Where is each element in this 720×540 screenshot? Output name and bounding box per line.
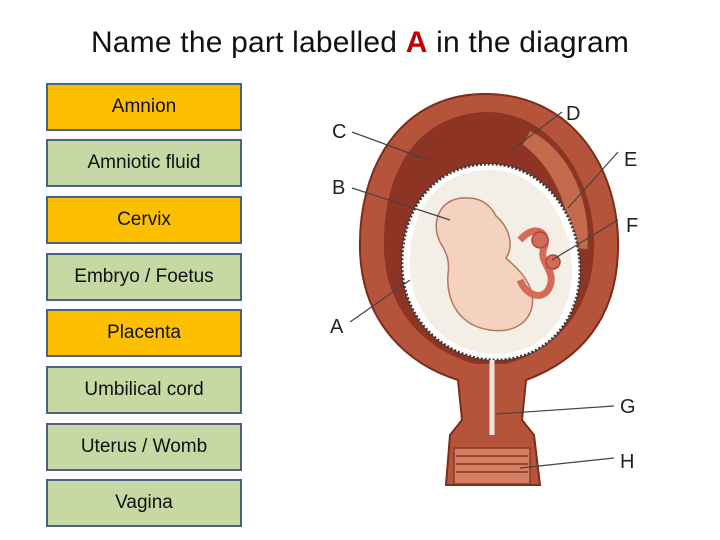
cord-loop <box>545 254 561 270</box>
option-uterus-womb[interactable]: Uterus / Womb <box>46 423 242 471</box>
leader-g <box>495 405 615 415</box>
page-title: Name the part labelled A in the diagram <box>0 26 720 60</box>
leader-e <box>567 151 619 209</box>
vagina <box>453 447 531 485</box>
leader-d <box>511 111 563 151</box>
title-prefix: Name the part labelled <box>90 26 406 59</box>
leader-c <box>351 131 429 161</box>
label-f: F <box>626 215 638 237</box>
foetus <box>435 197 534 332</box>
option-vagina[interactable]: Vagina <box>46 479 242 527</box>
title-highlight: A <box>405 26 428 59</box>
title-suffix: in the diagram <box>427 26 630 59</box>
option-amniotic-fluid[interactable]: Amniotic fluid <box>46 139 242 187</box>
label-c: C <box>332 121 346 143</box>
option-placenta[interactable]: Placenta <box>46 309 242 357</box>
label-a: A <box>330 316 344 338</box>
leader-f <box>551 219 619 261</box>
label-d: D <box>566 103 580 125</box>
leader-h <box>519 457 615 469</box>
leader-a <box>349 279 411 323</box>
label-e: E <box>624 149 637 171</box>
uterus-diagram: C B A D E F G H <box>330 92 638 486</box>
option-umbilical-cord[interactable]: Umbilical cord <box>46 366 242 414</box>
option-amnion[interactable]: Amnion <box>46 83 242 131</box>
cord-loop <box>531 231 549 249</box>
label-h: H <box>620 451 634 473</box>
label-g: G <box>620 396 636 418</box>
option-cervix[interactable]: Cervix <box>46 196 242 244</box>
label-b: B <box>332 177 345 199</box>
leader-b <box>351 187 451 221</box>
option-embryo-foetus[interactable]: Embryo / Foetus <box>46 253 242 301</box>
